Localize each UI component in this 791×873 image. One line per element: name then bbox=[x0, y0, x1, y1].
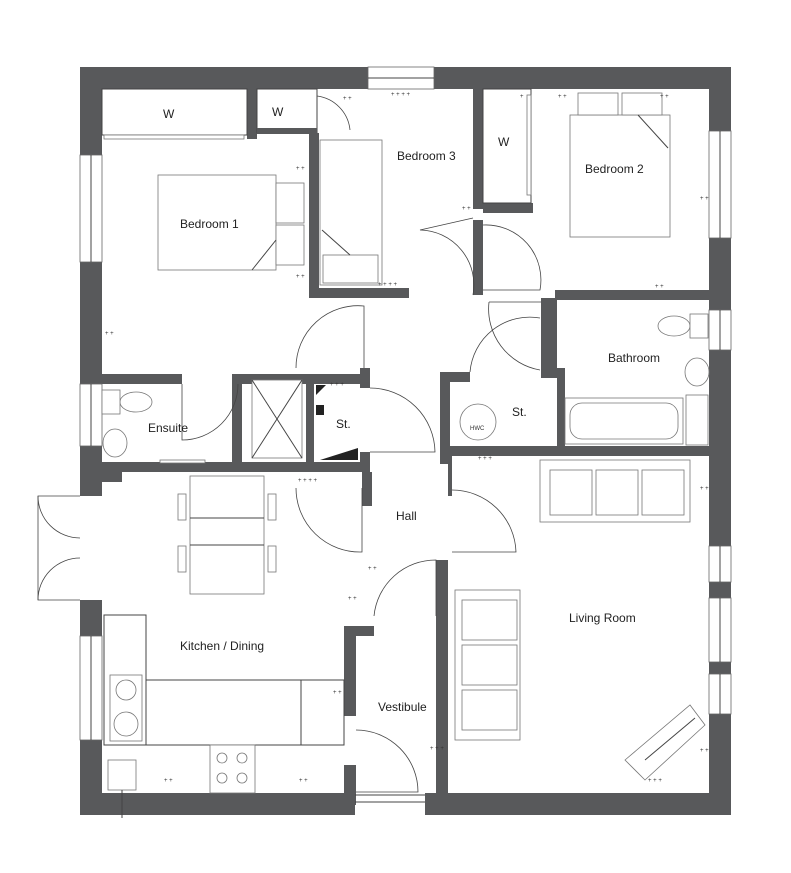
sofa-top bbox=[539, 459, 691, 523]
kitchen-dining-label: Kitchen / Dining bbox=[180, 639, 264, 653]
doors bbox=[37, 95, 542, 803]
hall-label: Hall bbox=[396, 509, 417, 523]
bedroom-1-label: Bedroom 1 bbox=[180, 217, 239, 231]
svg-text:+ +: + + bbox=[700, 486, 709, 492]
svg-text:+ +: + + bbox=[558, 94, 567, 100]
bathroom-label: Bathroom bbox=[608, 351, 660, 365]
svg-text:+ +: + + bbox=[333, 690, 342, 696]
interior-walls bbox=[101, 88, 709, 805]
electrical-sockets: + + + + + + + + + + + + + + + + + + + + … bbox=[105, 92, 709, 784]
living-room-label: Living Room bbox=[569, 611, 636, 625]
svg-text:+ +: + + bbox=[462, 206, 471, 212]
svg-text:+ +: + + bbox=[105, 331, 114, 337]
svg-text:+ +: + + bbox=[343, 96, 352, 102]
tv-unit bbox=[624, 704, 706, 781]
store-2-label: St. bbox=[512, 405, 527, 419]
svg-text:+ +: + + bbox=[655, 284, 664, 290]
svg-text:+ +: + + bbox=[348, 596, 357, 602]
dining-table bbox=[177, 475, 277, 595]
svg-text:+ +: + + bbox=[164, 778, 173, 784]
bedroom-3-label: Bedroom 3 bbox=[397, 149, 456, 163]
room-labels: W W W Bedroom 1 Bedroom 3 Bedroom 2 Bath… bbox=[148, 105, 660, 714]
vestibule-label: Vestibule bbox=[378, 700, 427, 714]
wardrobe-1-label: W bbox=[163, 107, 175, 121]
svg-text:+: + bbox=[520, 94, 524, 100]
bedroom-2-label: Bedroom 2 bbox=[585, 162, 644, 176]
svg-text:+ +: + + bbox=[299, 778, 308, 784]
wardrobe-3-label: W bbox=[498, 135, 510, 149]
svg-text:+ +: + + bbox=[700, 196, 709, 202]
svg-text:+ + +: + + + bbox=[478, 456, 492, 462]
svg-text:+ +: + + bbox=[296, 274, 305, 280]
windows bbox=[79, 66, 732, 741]
bathroom-fixtures bbox=[564, 313, 710, 446]
svg-text:+ + +: + + + bbox=[330, 382, 344, 388]
ensuite-fixtures bbox=[101, 379, 303, 464]
svg-text:+ +: + + bbox=[660, 94, 669, 100]
wardrobe-2-label: W bbox=[272, 105, 284, 119]
svg-text:+ +: + + bbox=[368, 566, 377, 572]
svg-text:+ + + +: + + + + bbox=[391, 92, 411, 98]
bed-bedroom-3 bbox=[319, 139, 383, 286]
svg-text:+ +: + + bbox=[296, 166, 305, 172]
bed-bedroom-2 bbox=[526, 92, 671, 238]
ensuite-label: Ensuite bbox=[148, 421, 188, 435]
exterior-walls bbox=[80, 67, 731, 815]
svg-text:+ + +: + + + bbox=[430, 746, 444, 752]
hwc-label: HWC bbox=[470, 426, 485, 432]
svg-text:+ + +: + + + bbox=[648, 778, 662, 784]
store-1-label: St. bbox=[336, 417, 351, 431]
svg-text:+ +: + + bbox=[700, 748, 709, 754]
svg-text:+ + + +: + + + + bbox=[378, 282, 398, 288]
hot-water-cylinder: HWC bbox=[459, 403, 497, 441]
bed-bedroom-1 bbox=[103, 134, 305, 271]
svg-text:+ + + +: + + + + bbox=[298, 478, 318, 484]
store-1-fixtures bbox=[316, 385, 358, 460]
sofa-left bbox=[454, 589, 521, 741]
kitchen-fixtures bbox=[107, 674, 256, 818]
